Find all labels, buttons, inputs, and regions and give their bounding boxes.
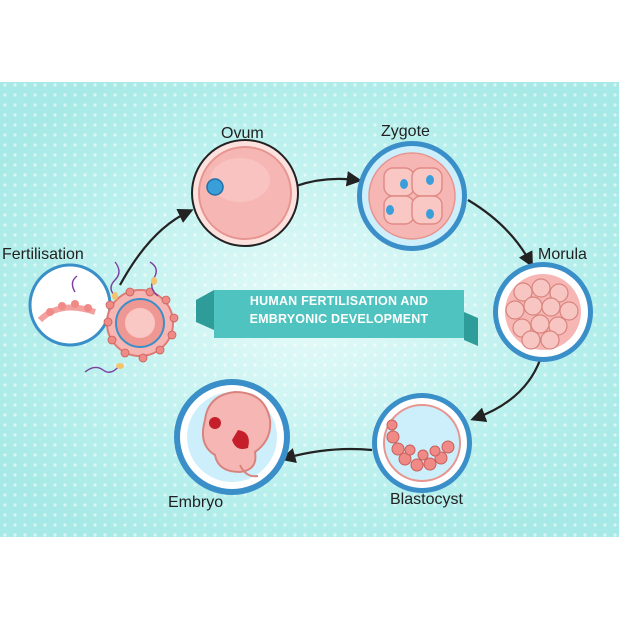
arrow-blastocyst-to-embryo xyxy=(280,447,373,463)
ovum-nucleus xyxy=(206,178,224,196)
blastocyst-illustration xyxy=(372,393,472,493)
arrow-morula-to-blastocyst xyxy=(470,359,542,423)
label-ovum: Ovum xyxy=(221,125,264,142)
arrow-fertilisation-to-ovum xyxy=(119,209,194,286)
title-line-2: EMBRYONIC DEVELOPMENT xyxy=(249,312,429,326)
label-zygote: Zygote xyxy=(381,123,430,140)
morula-illustration xyxy=(493,262,593,362)
arrow-zygote-to-morula xyxy=(467,199,533,268)
fertilisation-illustration xyxy=(28,261,179,373)
embryo-illustration xyxy=(174,379,290,495)
label-embryo: Embryo xyxy=(168,494,224,511)
title-ribbon xyxy=(196,290,478,346)
ovum-illustration xyxy=(191,139,299,247)
arrow-ovum-to-zygote xyxy=(295,171,363,188)
label-morula: Morula xyxy=(538,246,587,263)
diagram-title: HUMAN FERTILISATION AND EMBRYONIC DEVELO… xyxy=(214,292,464,328)
label-fertilisation: Fertilisation xyxy=(2,246,84,263)
cycle-arrows xyxy=(119,171,542,463)
zygote-illustration xyxy=(357,141,467,251)
label-blastocyst: Blastocyst xyxy=(390,491,463,508)
title-line-1: HUMAN FERTILISATION AND xyxy=(249,294,429,308)
